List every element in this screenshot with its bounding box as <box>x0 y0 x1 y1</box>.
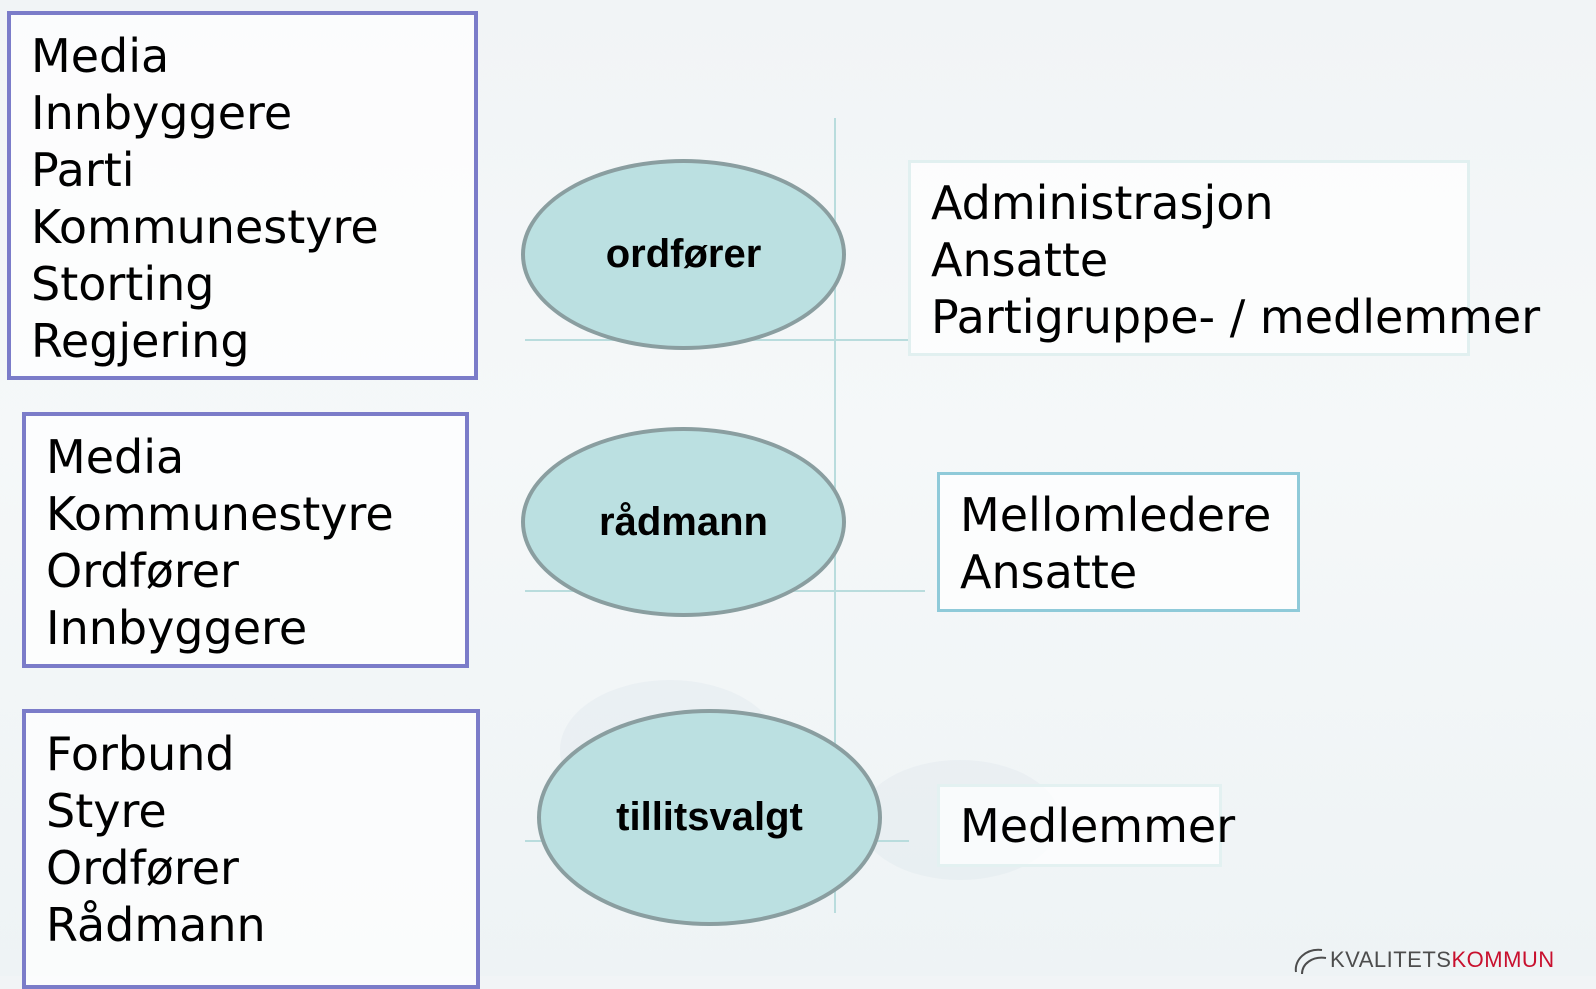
logo-text-part1: KVALITETS <box>1330 947 1452 972</box>
list-item: Kommunestyre <box>31 200 379 254</box>
role-ellipse-radmann: rådmann <box>521 427 846 617</box>
list-item: Ordfører <box>46 544 239 598</box>
list-item: Partigruppe- / medlemmer <box>931 290 1541 344</box>
kvalitetskommune-logo: KVALITETSKOMMUN <box>1290 944 1596 976</box>
list-item: Storting <box>31 257 215 311</box>
logo-text-part2: KOMMUN <box>1451 947 1555 972</box>
list-item: Styre <box>46 784 167 838</box>
list-item: Ansatte <box>960 545 1138 599</box>
list-item: Forbund <box>46 727 235 781</box>
role-ellipse-ordforer: ordfører <box>521 159 846 350</box>
right-box-tillitsvalgt: Medlemmer <box>937 784 1235 867</box>
list-item: Kommunestyre <box>46 487 394 541</box>
right-box-ordforer: Administrasjon Ansatte Partigruppe- / me… <box>908 160 1540 356</box>
list-item: Regjering <box>31 314 250 368</box>
left-box-radmann: Media Kommunestyre Ordfører Innbyggere <box>22 412 469 668</box>
list-item: Innbyggere <box>31 86 293 140</box>
list-item: Media <box>46 430 185 484</box>
left-box-ordforer: Media Innbyggere Parti Kommunestyre Stor… <box>7 11 478 380</box>
right-box-radmann: Mellomledere Ansatte <box>937 472 1300 612</box>
role-label: ordfører <box>605 232 762 276</box>
list-item: Ordfører <box>46 841 239 895</box>
left-box-list: Media Innbyggere Parti Kommunestyre Stor… <box>31 28 379 370</box>
list-item: Mellomledere <box>960 488 1272 542</box>
list-item: Rådmann <box>46 898 266 952</box>
role-label: tillitsvalgt <box>616 795 803 839</box>
list-item: Parti <box>31 143 135 197</box>
list-item: Medlemmer <box>960 799 1236 853</box>
right-box-list: Administrasjon Ansatte Partigruppe- / me… <box>931 175 1540 346</box>
left-box-tillitsvalgt: Forbund Styre Ordfører Rådmann <box>22 709 480 989</box>
list-item: Ansatte <box>931 233 1109 287</box>
role-ellipse-tillitsvalgt: tillitsvalgt <box>537 709 882 926</box>
left-box-list: Forbund Styre Ordfører Rådmann <box>46 726 266 954</box>
list-item: Administrasjon <box>931 176 1274 230</box>
list-item: Media <box>31 29 170 83</box>
left-box-list: Media Kommunestyre Ordfører Innbyggere <box>46 429 394 657</box>
right-box-list: Mellomledere Ansatte <box>960 487 1271 601</box>
list-item: Innbyggere <box>46 601 308 655</box>
right-box-list: Medlemmer <box>960 798 1235 855</box>
role-label: rådmann <box>599 499 768 544</box>
logo-icon <box>1294 948 1327 975</box>
